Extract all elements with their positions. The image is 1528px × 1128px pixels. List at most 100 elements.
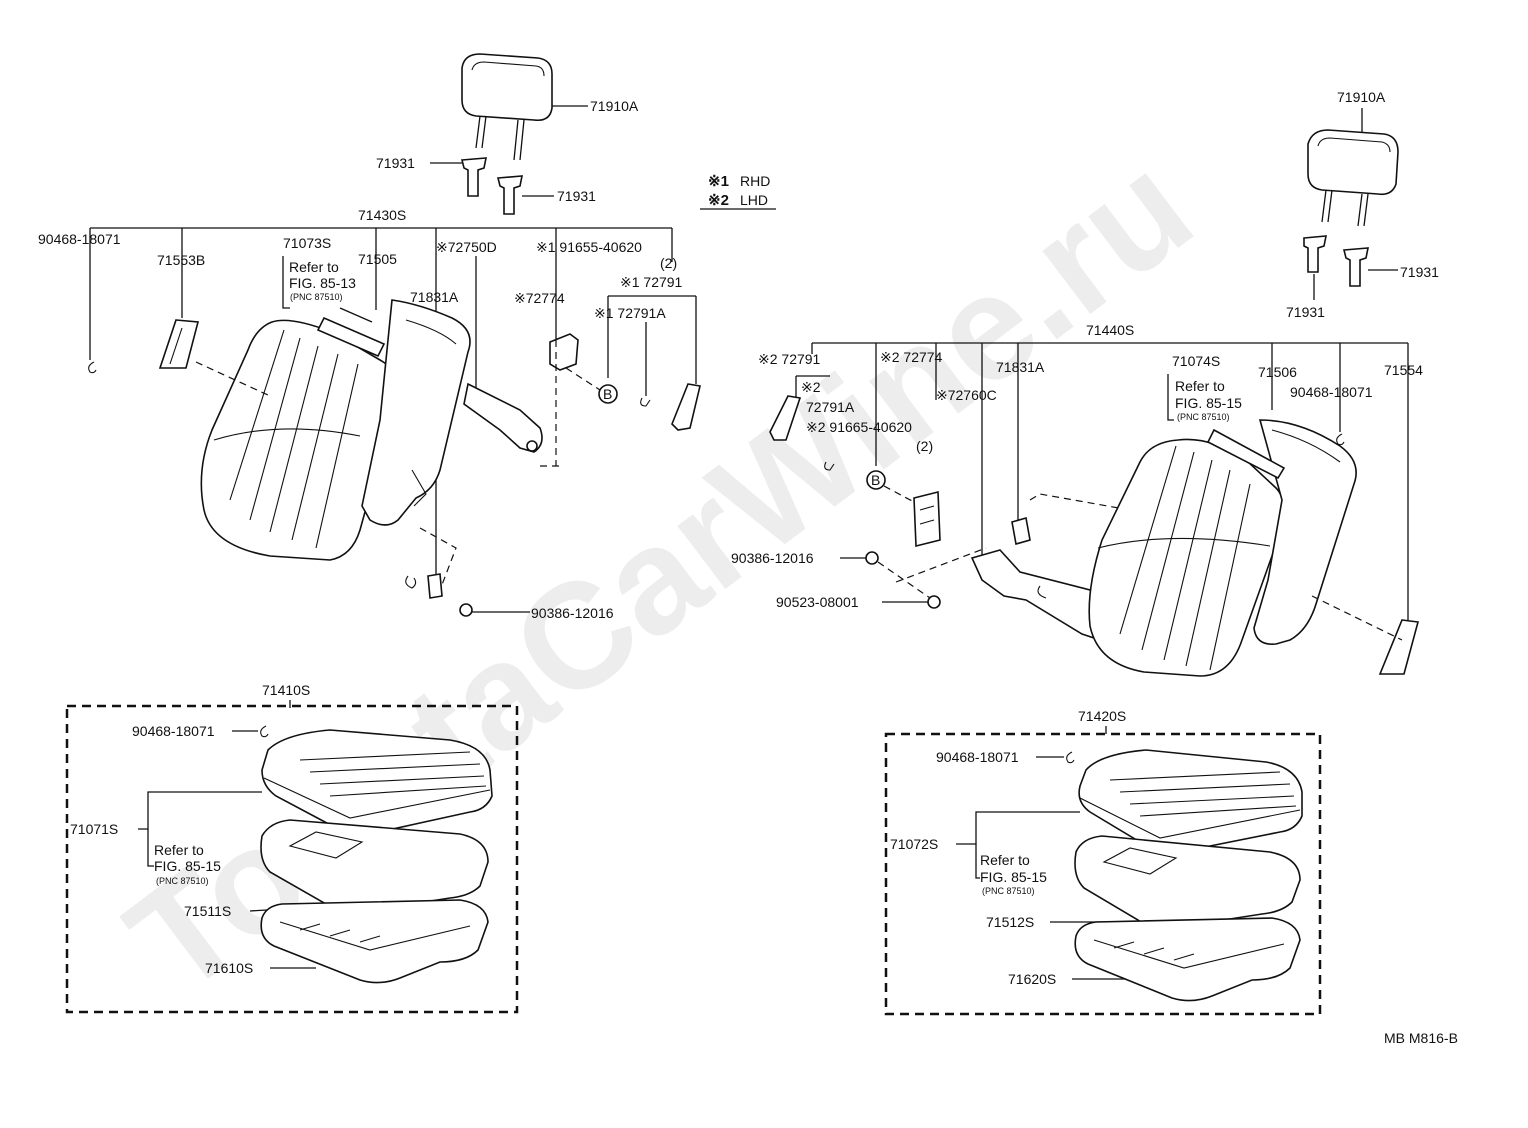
dash-b-right — [565, 367, 601, 391]
seat-back-left-shape[interactable] — [1088, 438, 1285, 677]
frame-left-line — [1271, 429, 1341, 463]
label-refer-right-3: (PNC 87510) — [290, 292, 343, 302]
headrest-right[interactable] — [461, 53, 553, 122]
label-headrest-left: 71910A — [1337, 89, 1386, 105]
dash-bolt-right — [419, 527, 457, 591]
label-recliner-left: ※72760C — [936, 387, 997, 403]
seat-back-right-frame-shape[interactable] — [361, 299, 471, 526]
bolt-left-shape[interactable] — [865, 551, 879, 565]
bracket-cover-ref-right — [282, 256, 290, 309]
headrest-right-stay-b2 — [519, 119, 525, 161]
cushion-pad-left-shape[interactable] — [1074, 835, 1301, 930]
cover-side-left-shape[interactable] — [1378, 619, 1420, 675]
label-frame-left-cushion: 71620S — [1008, 971, 1056, 987]
label-support-right-b: 71931 — [557, 188, 596, 204]
headrest-right-stay-a2 — [481, 115, 487, 149]
cushion-frame-right-rail — [279, 921, 471, 951]
figure-code: MB M816-B — [1384, 1030, 1458, 1046]
cover-recliner-left-detail — [919, 505, 935, 525]
clip-right-cushion-shape[interactable] — [260, 725, 269, 738]
cover-recliner-right-shape[interactable] — [549, 333, 579, 371]
legend-rhd-text: RHD — [740, 173, 770, 189]
bracket-lower-right[interactable] — [427, 573, 443, 599]
cushion-cover-right-shape[interactable] — [261, 729, 493, 837]
label-cover-recliner-left: ※2 72774 — [880, 349, 943, 365]
cover-recliner-left-shape[interactable] — [913, 490, 941, 548]
headrest-left[interactable] — [1307, 129, 1399, 196]
label-pad-right: 71505 — [358, 251, 397, 267]
label-refer-left-cushion-2: FIG. 85-15 — [980, 869, 1047, 885]
cushion-cover-right-seam-4 — [329, 785, 487, 797]
seat-back-right-seam-h — [213, 428, 361, 441]
label-support-left-b: 71931 — [1400, 264, 1439, 280]
label-frame-left: 71831A — [996, 359, 1045, 375]
box-left-cushion — [884, 732, 1322, 1016]
label-refer-left-2: FIG. 85-15 — [1175, 395, 1242, 411]
seat-back-right-seam-1 — [229, 329, 285, 501]
cushion-frame-left-rail — [1093, 939, 1285, 969]
seat-back-left-seam-4 — [1185, 469, 1231, 667]
marker-b-right-text: B — [603, 386, 612, 402]
clip-left-back-shape[interactable] — [1336, 433, 1345, 446]
left-cushion-group: 71420S 90468-18071 71072S Refer to FIG. … — [884, 708, 1322, 1016]
cover-side-right-shape[interactable] — [158, 319, 200, 369]
cushion-frame-right-shape[interactable] — [260, 899, 489, 984]
support-left-a[interactable] — [1303, 235, 1327, 273]
cushion-cover-left-shape[interactable] — [1078, 749, 1303, 855]
dash-cover-side-left — [1311, 595, 1403, 641]
headrest-left-stay-a — [1321, 189, 1327, 223]
label-cover-left-cushion: 71072S — [890, 836, 938, 852]
label-refer-right-2: FIG. 85-13 — [289, 275, 356, 291]
dash-nut-recliner-left — [895, 547, 987, 583]
frame-left-bracket[interactable] — [1011, 516, 1031, 546]
cover-ref-right-clip[interactable] — [316, 316, 386, 358]
label-bolt-right: 90386-12016 — [531, 605, 614, 621]
seat-back-right-seam-3 — [269, 345, 319, 533]
support-right-b[interactable] — [496, 175, 523, 215]
label-frame-right-cushion: 71610S — [205, 960, 253, 976]
label-knob-cover-right: ※1 72791A — [594, 305, 666, 321]
leader-cover-right-cushion-2 — [147, 829, 154, 867]
clip-left-cushion-shape[interactable] — [1066, 751, 1075, 764]
bolt-right-shape[interactable] — [459, 603, 473, 617]
label-recliner-right: ※72750D — [436, 239, 497, 255]
support-left-b[interactable] — [1342, 247, 1369, 287]
seat-back-left-seam-3 — [1163, 459, 1213, 661]
label-refer-right-cushion-1: Refer to — [154, 842, 204, 858]
headrest-left-seam — [1317, 137, 1391, 153]
knob-left-shape[interactable] — [769, 395, 802, 441]
clip-right-back-shape[interactable] — [88, 361, 97, 374]
cover-ref-right-clip-top — [339, 307, 373, 323]
headrest-left-stay-b — [1357, 193, 1363, 227]
cover-ref-left-clip[interactable] — [1206, 428, 1286, 480]
knob-cover-right-shape[interactable] — [640, 397, 651, 407]
knob-cover-left-shape[interactable] — [824, 461, 835, 471]
dash-b-left — [883, 485, 915, 503]
recliner-left-shape[interactable] — [970, 549, 1105, 641]
label-refer-left-cushion-1: Refer to — [980, 852, 1030, 868]
right-cushion-group: 71410S 90468-18071 71071S Refer to FIG. … — [65, 682, 519, 1014]
label-refer-right-cushion-2: FIG. 85-15 — [154, 858, 221, 874]
marker-b-right — [598, 384, 618, 404]
label-cover-right-cushion: 71071S — [70, 821, 118, 837]
dash-bolt-nut-left — [877, 561, 931, 599]
recliner-right-shape[interactable] — [463, 382, 543, 453]
legend-rhd-mark: ※1 — [708, 173, 729, 190]
bracket-knob-left — [795, 375, 830, 400]
label-clip-right-cushion: 90468-18071 — [132, 723, 215, 739]
cushion-pad-right-shape[interactable] — [260, 819, 489, 914]
seat-back-left-seam-2 — [1141, 451, 1195, 651]
label-knob-left: ※2 72791 — [758, 351, 821, 367]
label-knob-cover-left: 72791A — [806, 399, 855, 415]
cushion-frame-right-slots — [299, 923, 381, 943]
cushion-frame-left-shape[interactable] — [1074, 917, 1301, 1002]
seat-back-right-seam-5 — [315, 363, 359, 549]
label-cover-ref-left: 71074S — [1172, 353, 1220, 369]
knob-right-shape[interactable] — [671, 383, 701, 431]
label-refer-left-cushion-3: (PNC 87510) — [982, 886, 1035, 896]
box-right-cushion — [65, 704, 519, 1014]
support-right-a[interactable] — [460, 157, 487, 197]
seat-back-right-shape[interactable] — [200, 319, 399, 561]
right-seat-back-group: 71910A 71931 71931 71430S 90468-18071 71… — [38, 53, 701, 621]
